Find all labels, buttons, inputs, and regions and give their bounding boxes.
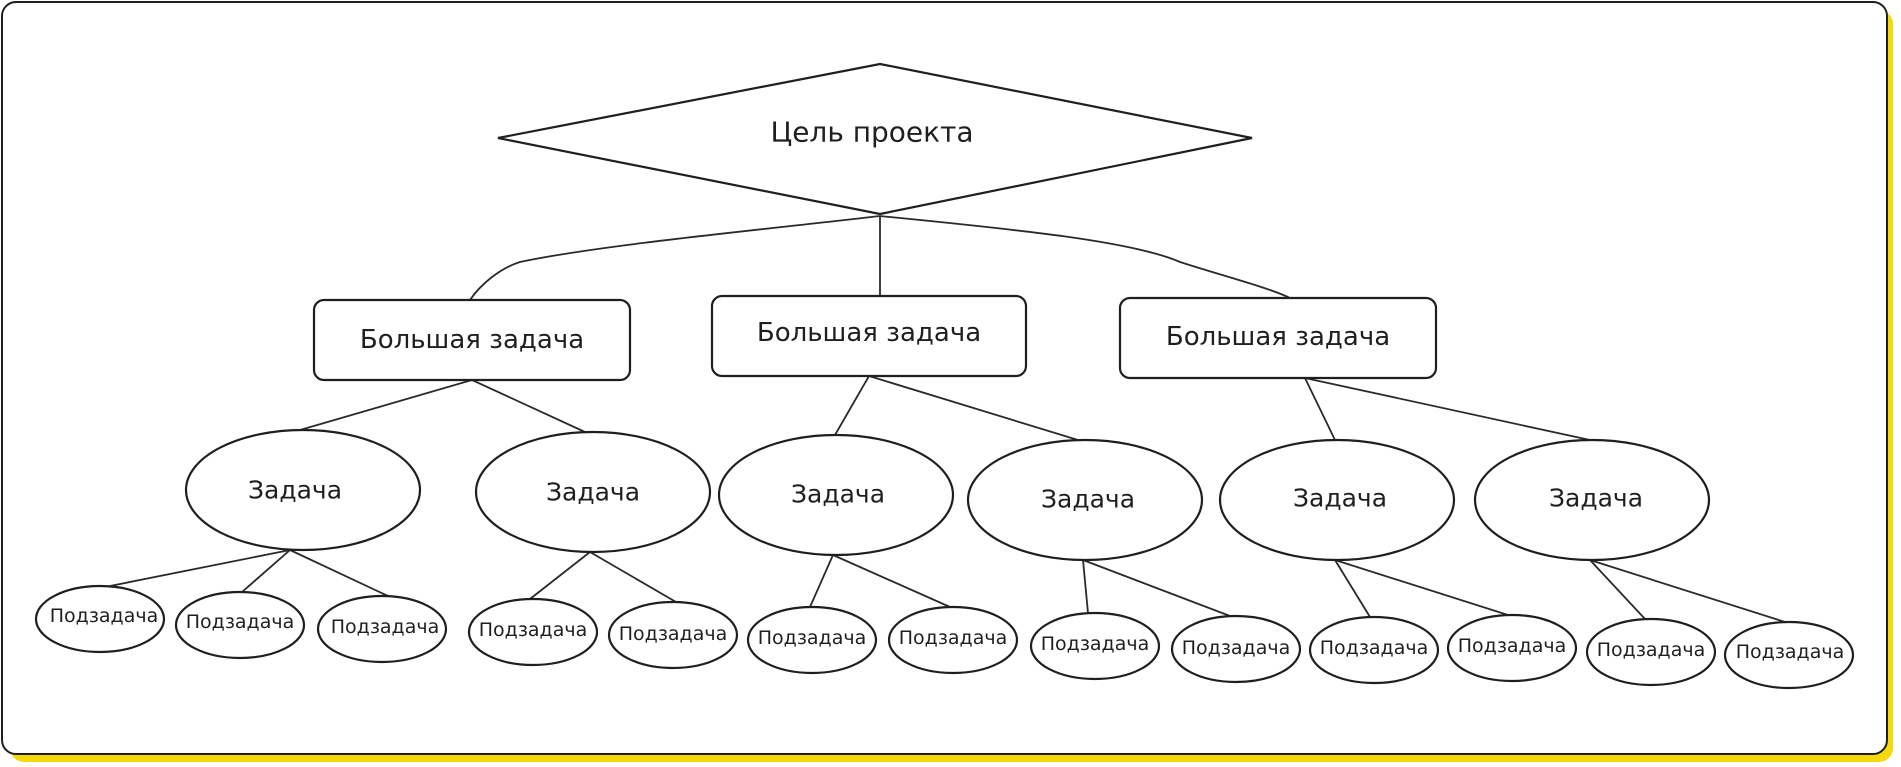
edge-task-1-2-to-subtask-1 [529, 551, 591, 600]
edge-big-task-1-to-task-1 [299, 379, 473, 431]
subtask-ellipse [1585, 617, 1717, 687]
task-label: Задача [1041, 485, 1135, 514]
subtask-1-1-3: Подзадача [316, 594, 448, 664]
subtask-2-1-2: Подзадача [887, 605, 1019, 675]
subtask-label: Подзадача [331, 616, 439, 638]
subtask-1-1-1: Подзадача [34, 584, 166, 654]
subtask-3-1-2: Подзадача [1446, 613, 1578, 683]
task-1-2: Задача [474, 430, 712, 554]
task-3-1: Задача [1218, 438, 1456, 562]
edge-task-3-1-to-subtask-2 [1334, 559, 1509, 616]
subtask-1-2-2: Подзадача [607, 600, 739, 670]
subtask-label: Подзадача [1182, 637, 1290, 659]
subtask-2-1-1: Подзадача [746, 605, 878, 675]
task-label: Задача [248, 476, 342, 505]
edge-task-2-1-to-subtask-1 [809, 554, 834, 608]
task-label: Задача [1549, 484, 1643, 513]
frame [1, 1, 1888, 755]
edge-big-task-1-to-task-2 [471, 379, 586, 433]
edge-task-1-2-to-subtask-2 [589, 551, 677, 603]
edge-task-2-2-to-subtask-1 [1082, 559, 1089, 614]
big-task-box [1118, 296, 1438, 380]
subtask-label: Подзадача [186, 611, 294, 633]
subtask-label: Подзадача [899, 627, 1007, 649]
subtask-3-2-1: Подзадача [1585, 617, 1717, 687]
subtask-2-2-2: Подзадача [1170, 614, 1302, 684]
task-label: Задача [1293, 484, 1387, 513]
subtask-ellipse [746, 605, 878, 675]
nodes-layer: Цель проекта Большая задача Большая зада… [34, 62, 1855, 690]
subtask-label: Подзадача [758, 627, 866, 649]
task-3-2: Задача [1473, 438, 1711, 562]
subtask-1-1-2: Подзадача [174, 590, 306, 660]
subtask-label: Подзадача [50, 605, 158, 627]
subtask-label: Подзадача [1736, 641, 1844, 663]
subtask-1-2-1: Подзадача [467, 597, 599, 667]
subtask-ellipse [607, 600, 739, 670]
big-task-label: Большая задача [360, 325, 584, 355]
task-ellipse [717, 433, 955, 557]
big-task-box [312, 298, 632, 382]
goal-label: Цель проекта [770, 116, 973, 149]
subtask-label: Подзадача [1320, 637, 1428, 659]
big-task-box [710, 294, 1028, 378]
subtask-label: Подзадача [619, 623, 727, 645]
subtask-label: Подзадача [1041, 633, 1149, 655]
edge-big-task-2-to-task-2 [868, 375, 1079, 441]
edge-big-task-2-to-task-1 [834, 375, 870, 436]
edges-layer [109, 215, 1786, 623]
edge-task-2-1-to-subtask-2 [832, 554, 951, 608]
subtask-ellipse [316, 594, 448, 664]
subtask-ellipse [1029, 611, 1161, 681]
subtask-ellipse [1170, 614, 1302, 684]
subtask-ellipse [34, 584, 166, 654]
big-task-2: Большая задача [710, 294, 1028, 378]
edge-task-1-1-to-subtask-1 [109, 549, 291, 587]
big-task-label: Большая задача [757, 318, 981, 348]
goal-diamond [497, 62, 1253, 216]
subtask-ellipse [1446, 613, 1578, 683]
subtask-label: Подзадача [1597, 639, 1705, 661]
edge-big-task-3-to-task-2 [1304, 377, 1591, 441]
edge-task-3-2-to-subtask-2 [1589, 559, 1786, 623]
edge-task-3-2-to-subtask-1 [1589, 559, 1646, 620]
subtask-2-2-1: Подзадача [1029, 611, 1161, 681]
goal-node: Цель проекта [497, 62, 1253, 216]
subtask-3-2-2: Подзадача [1723, 620, 1855, 690]
edge-task-3-1-to-subtask-1 [1334, 559, 1371, 618]
task-ellipse [474, 430, 712, 554]
subtask-ellipse [1723, 620, 1855, 690]
edge-task-2-2-to-subtask-2 [1082, 559, 1231, 617]
subtask-ellipse [1308, 615, 1440, 685]
subtask-label: Подзадача [1458, 635, 1566, 657]
task-ellipse [966, 438, 1204, 562]
subtask-ellipse [887, 605, 1019, 675]
subtask-ellipse [467, 597, 599, 667]
task-ellipse [1473, 438, 1711, 562]
big-task-1: Большая задача [312, 298, 632, 382]
task-label: Задача [791, 480, 885, 509]
task-2-2: Задача [966, 438, 1204, 562]
edge-goal-to-big-task-1 [469, 215, 881, 301]
edge-big-task-3-to-task-1 [1304, 377, 1336, 441]
task-ellipse [184, 428, 422, 552]
edge-goal-to-big-task-3 [879, 215, 1291, 299]
big-task-label: Большая задача [1166, 322, 1390, 352]
subtask-3-1-1: Подзадача [1308, 615, 1440, 685]
task-label: Задача [546, 478, 640, 507]
task-2-1: Задача [717, 433, 955, 557]
edge-task-1-1-to-subtask-2 [241, 549, 291, 593]
task-ellipse [1218, 438, 1456, 562]
subtask-ellipse [174, 590, 306, 660]
big-task-3: Большая задача [1118, 296, 1438, 380]
task-1-1: Задача [184, 428, 422, 552]
subtask-label: Подзадача [479, 619, 587, 641]
edge-task-1-1-to-subtask-3 [289, 549, 389, 597]
